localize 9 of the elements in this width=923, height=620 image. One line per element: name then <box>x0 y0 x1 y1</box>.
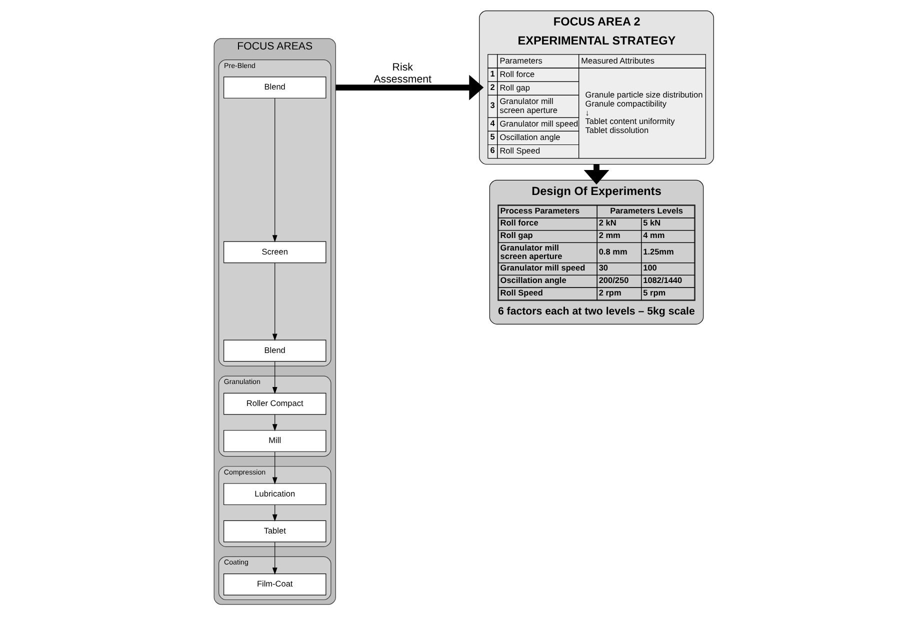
arrow <box>272 98 278 242</box>
arrow <box>336 74 484 100</box>
edge-label: Risk Assessment <box>374 62 432 86</box>
arrow <box>272 542 278 575</box>
arrow <box>272 361 278 394</box>
arrow <box>272 262 278 341</box>
arrow <box>272 452 278 484</box>
arrow <box>272 504 278 522</box>
arrow <box>272 414 278 432</box>
